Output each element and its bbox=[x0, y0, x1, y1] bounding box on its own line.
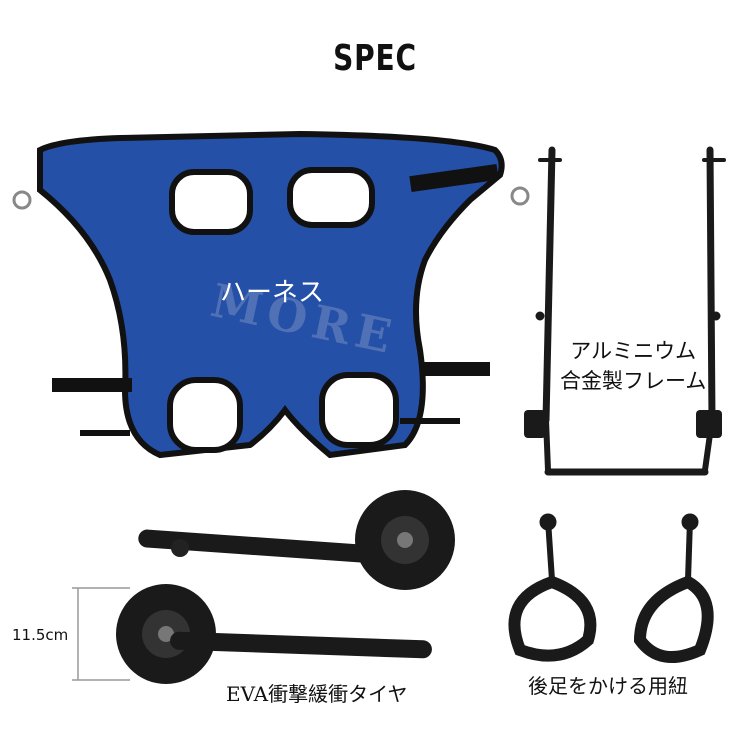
frame-label-line1: アルミニウム bbox=[570, 339, 697, 363]
harness-strap-left bbox=[52, 378, 132, 392]
harness-strap-right bbox=[420, 362, 490, 376]
dimension-label: 11.5cm bbox=[12, 626, 69, 644]
frame-image bbox=[524, 146, 726, 476]
dimension-marker bbox=[72, 587, 130, 681]
harness-body bbox=[37, 130, 505, 459]
strap-label: 後足をかける用紐 bbox=[528, 674, 688, 698]
d-ring-left bbox=[12, 190, 32, 210]
harness-hole-top-left bbox=[169, 169, 253, 235]
harness-hole-top-right bbox=[287, 167, 375, 228]
harness-label: ハーネス bbox=[220, 278, 325, 308]
harness-hole-bottom-left bbox=[167, 377, 243, 453]
wheel-image-top bbox=[138, 490, 455, 590]
harness-image bbox=[12, 130, 530, 459]
wheel-label: EVA衝撃緩衝タイヤ bbox=[226, 682, 408, 706]
wheel-image-bottom bbox=[116, 584, 432, 684]
page-title: SPEC bbox=[333, 38, 417, 79]
frame-label-line2: 合金製フレーム bbox=[560, 369, 707, 393]
harness-velcro bbox=[409, 163, 499, 193]
frame-label: アルミニウム 合金製フレーム bbox=[560, 336, 706, 396]
harness-hole-bottom-right bbox=[319, 372, 399, 448]
d-ring-right bbox=[510, 186, 530, 206]
strap-image bbox=[508, 513, 714, 663]
